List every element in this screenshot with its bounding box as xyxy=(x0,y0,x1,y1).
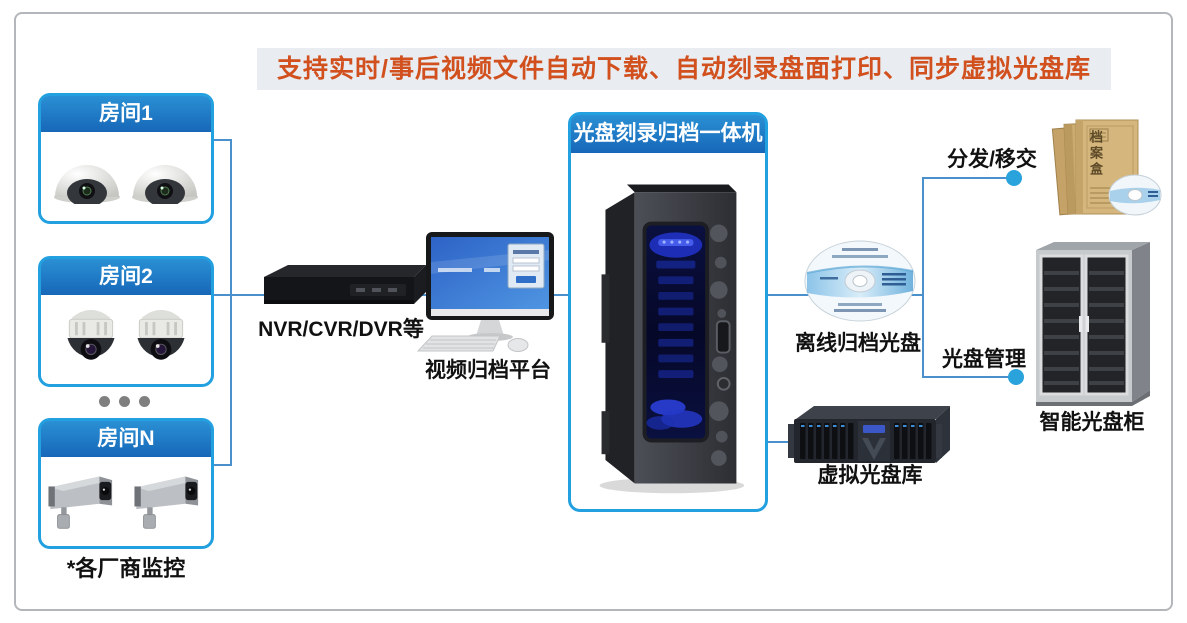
burner-title: 光盘刻录归档一体机 xyxy=(571,115,765,153)
connector-disc-management-stub xyxy=(922,376,1016,378)
connector-room1-bus xyxy=(212,139,232,141)
offline-disc-label: 离线归档光盘 xyxy=(795,332,921,355)
room1-title: 房间1 xyxy=(41,96,211,132)
smart-cabinet-label: 智能光盘柜 xyxy=(1039,411,1145,434)
connector-right-vertical xyxy=(922,177,924,378)
archive-box-spine-text: 档案盒 xyxy=(1088,130,1103,178)
dome-camera-icon xyxy=(51,148,123,204)
vendor-note: *各厂商监控 xyxy=(66,556,186,581)
bullet-camera-icon xyxy=(43,470,123,532)
distribute-node-dot xyxy=(1006,170,1022,186)
bullet-camera-icon xyxy=(129,470,209,532)
room2-box: 房间2 xyxy=(38,256,214,387)
burner-tower-icon xyxy=(571,153,765,501)
room1-cameras xyxy=(41,132,211,220)
disc-management-node-dot xyxy=(1008,369,1024,385)
ptz-dome-camera-icon xyxy=(129,302,193,376)
roomN-cameras xyxy=(41,457,211,545)
virtual-library-label: 虚拟光盘库 xyxy=(817,464,923,487)
connector-distribute-stub xyxy=(922,177,1014,179)
burner-box: 光盘刻录归档一体机 xyxy=(568,112,768,512)
distribute-label: 分发/移交 xyxy=(947,148,1037,171)
roomN-title: 房间N xyxy=(41,421,211,457)
offline-disc-icon xyxy=(802,239,918,323)
virtual-library-server-icon xyxy=(786,402,954,466)
rooms-ellipsis xyxy=(99,396,157,407)
nvr-device-icon xyxy=(256,260,428,312)
dome-camera-icon xyxy=(129,148,201,204)
platform-label: 视频归档平台 xyxy=(425,359,551,382)
smart-cabinet-icon xyxy=(1028,240,1156,406)
archive-boxes-icon xyxy=(1030,114,1162,220)
room1-box: 房间1 xyxy=(38,93,214,224)
connector-bus-vertical xyxy=(230,139,232,466)
banner-headline: 支持实时/事后视频文件自动下载、自动刻录盘面打印、同步虚拟光盘库 xyxy=(257,48,1111,90)
connector-roomN-bus xyxy=(212,464,232,466)
disc-management-label: 光盘管理 xyxy=(942,348,1026,371)
room2-title: 房间2 xyxy=(41,259,211,295)
ptz-dome-camera-icon xyxy=(59,302,123,376)
nvr-label: NVR/CVR/DVR等 xyxy=(258,318,424,341)
platform-monitor-icon xyxy=(404,230,572,354)
roomN-box: 房间N xyxy=(38,418,214,549)
room2-cameras xyxy=(41,295,211,383)
